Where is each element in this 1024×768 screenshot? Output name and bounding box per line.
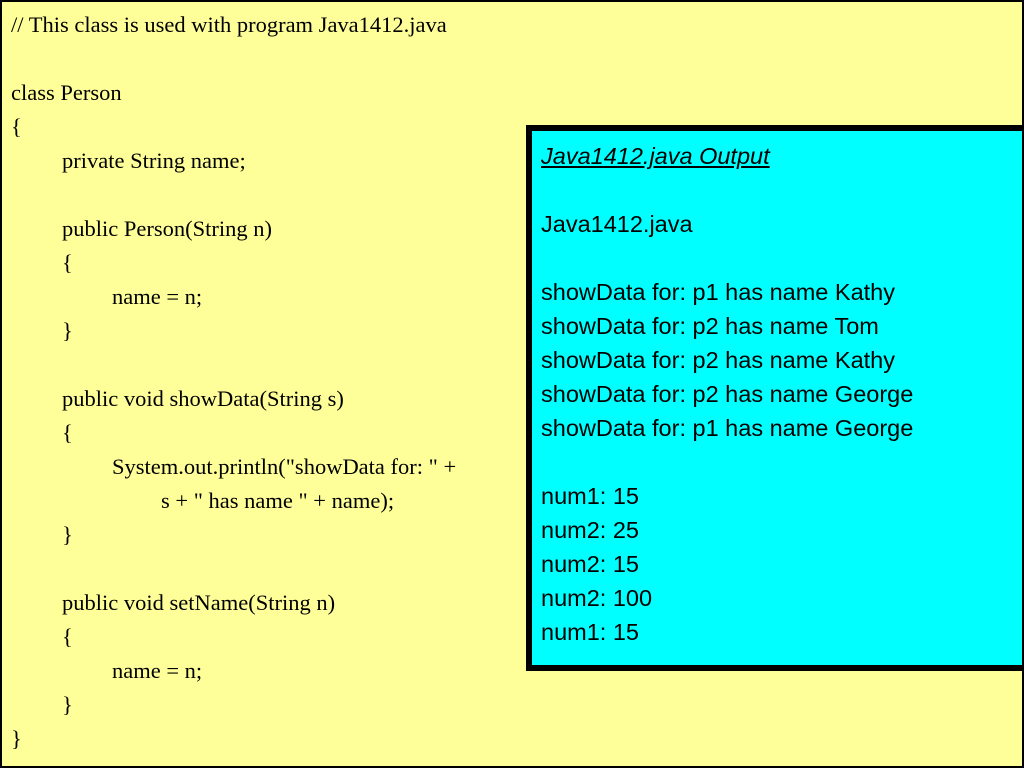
code-line: // This class is used with program Java1…: [11, 12, 447, 37]
code-line: {: [62, 420, 73, 445]
code-line: }: [11, 726, 22, 751]
code-line: }: [62, 522, 73, 547]
output-blank-line: [541, 445, 1015, 479]
code-line: s + " has name " + name);: [161, 488, 395, 513]
output-line: num2: 15: [541, 551, 639, 577]
code-line: {: [62, 250, 73, 275]
output-line: showData for: p1 has name Kathy: [541, 279, 896, 305]
code-blank-line: [11, 178, 456, 212]
code-blank-line: [11, 552, 456, 586]
output-listing: Java1412.java Output Java1412.java showDa…: [541, 139, 1015, 649]
code-line: }: [62, 692, 73, 717]
output-line: num2: 25: [541, 517, 639, 543]
output-blank-line: [541, 241, 1015, 275]
code-line: name = n;: [112, 658, 203, 683]
output-line: showData for: p2 has name Tom: [541, 313, 879, 339]
code-line: public Person(String n): [62, 216, 272, 241]
output-line: showData for: p1 has name George: [541, 415, 914, 441]
output-line: num2: 100: [541, 585, 653, 611]
code-line: {: [62, 624, 73, 649]
code-line: private String name;: [62, 148, 246, 173]
code-line: name = n;: [112, 284, 203, 309]
output-line: showData for: p2 has name Kathy: [541, 347, 896, 373]
code-listing: // This class is used with program Java1…: [11, 8, 456, 756]
code-line: class Person: [11, 80, 122, 105]
code-blank-line: [11, 42, 456, 76]
output-title: Java1412.java Output: [541, 143, 770, 169]
output-blank-line: [541, 173, 1015, 207]
code-line: System.out.println("showData for: " +: [112, 454, 457, 479]
code-line: {: [11, 114, 22, 139]
code-line: public void showData(String s): [62, 386, 344, 411]
output-panel: Java1412.java Output Java1412.java showDa…: [526, 125, 1022, 671]
code-line: }: [62, 318, 73, 343]
code-blank-line: [11, 348, 456, 382]
output-line: Java1412.java: [541, 211, 693, 237]
output-line: num1: 15: [541, 483, 639, 509]
code-line: public void setName(String n): [62, 590, 336, 615]
output-line: num1: 15: [541, 619, 639, 645]
output-line: showData for: p2 has name George: [541, 381, 914, 407]
